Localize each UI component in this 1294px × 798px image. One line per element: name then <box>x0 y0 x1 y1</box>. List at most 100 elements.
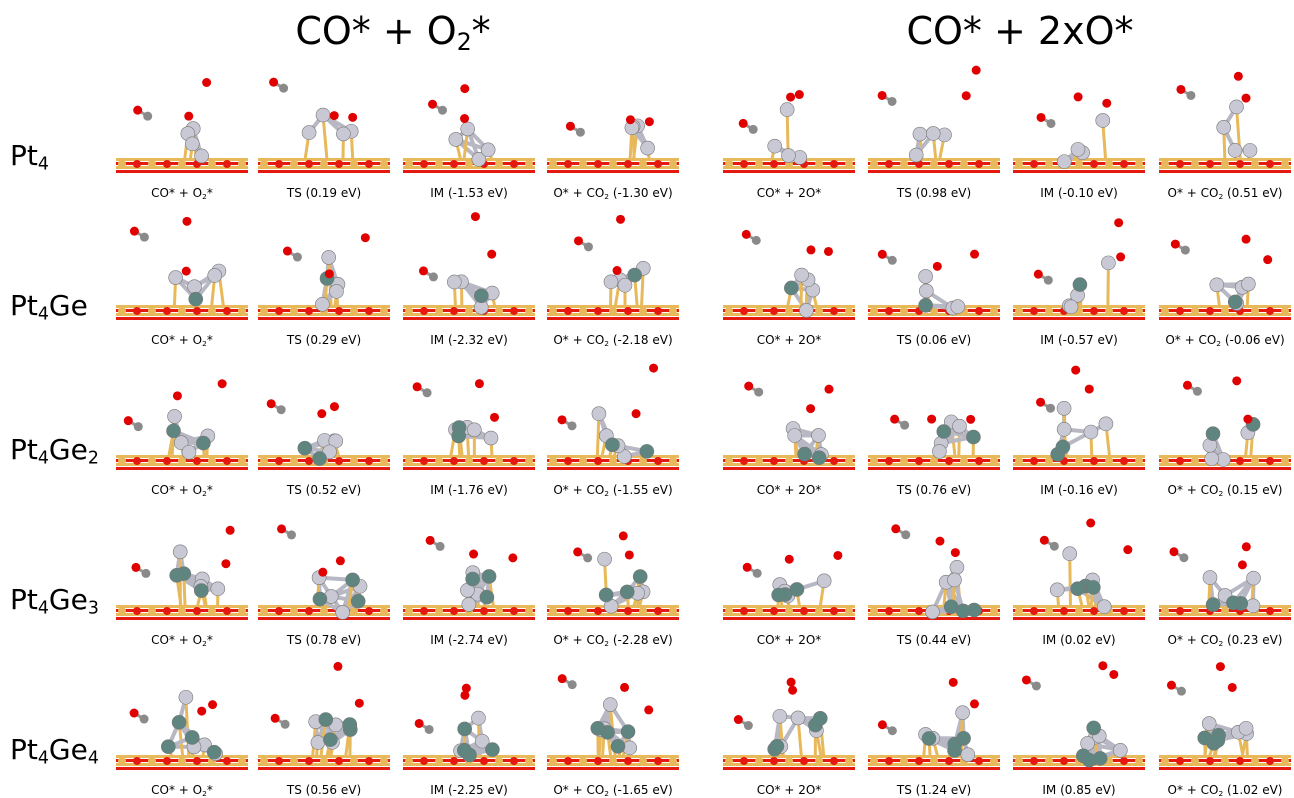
support-atom <box>609 160 617 168</box>
oxygen-atom <box>794 90 804 100</box>
support-atom <box>380 307 388 315</box>
atomic-structure-image <box>723 381 855 470</box>
pt-atom <box>207 268 223 283</box>
support-atom <box>870 607 878 615</box>
pt-atom <box>1096 599 1112 615</box>
support-atom <box>465 160 473 168</box>
support-atom <box>335 160 343 168</box>
support-atom <box>208 457 216 465</box>
support-atom <box>178 160 186 168</box>
structure-panel-right-im: IM (-0.10 eV) <box>1013 58 1145 200</box>
support-atom <box>915 757 923 765</box>
support-atom <box>365 757 373 765</box>
support-atom <box>669 160 677 168</box>
support-atom <box>870 757 878 765</box>
oxygen-atom <box>733 715 743 725</box>
ge-atom <box>1197 730 1213 746</box>
support-atom <box>609 757 617 765</box>
atomic-structure-image <box>1013 661 1145 770</box>
oxygen-atom <box>788 685 798 695</box>
ge-atom <box>485 742 500 757</box>
pt-atom <box>603 274 619 290</box>
support-atom <box>450 307 458 315</box>
panel-caption: IM (-1.76 eV) <box>430 483 508 497</box>
structure-panel-left-im: IM (-2.74 eV) <box>403 505 535 647</box>
support-atom <box>480 607 488 615</box>
ge-atom <box>811 450 827 466</box>
oxygen-atom <box>1233 71 1243 81</box>
ge-atom <box>206 744 222 760</box>
panel-caption: IM (-2.32 eV) <box>430 333 508 347</box>
structure-panel-right-im: IM (0.85 eV) <box>1013 655 1145 797</box>
pt-atom <box>1229 99 1244 115</box>
oxygen-atom <box>1176 84 1186 94</box>
support-atom <box>350 457 358 465</box>
pt-atom <box>460 121 475 137</box>
ge-atom <box>169 568 184 583</box>
support-atom <box>1075 457 1083 465</box>
oxygen-atom <box>182 216 192 226</box>
support-atom <box>1221 160 1229 168</box>
support-atom <box>118 757 126 765</box>
structure-panel-right-final: O* + CO2 (0.15 eV) <box>1159 355 1291 497</box>
oxygen-atom <box>1033 269 1043 279</box>
carbon-atom <box>141 568 151 578</box>
support-atom <box>1045 307 1053 315</box>
ge-atom <box>184 730 200 745</box>
support-atom <box>1030 307 1038 315</box>
support-atom <box>990 160 998 168</box>
atomic-structure-image <box>1159 662 1291 770</box>
support-atom <box>1176 160 1184 168</box>
support-atom <box>148 757 156 765</box>
pt-atom <box>173 435 189 451</box>
support-atom <box>1135 757 1143 765</box>
panel-caption: TS (0.98 eV) <box>896 186 972 200</box>
support-stripe <box>723 317 855 320</box>
oxygen-atom <box>786 92 796 102</box>
support-atom <box>885 757 893 765</box>
structure-panel-right-final: O* + CO2 (1.02 eV) <box>1159 655 1291 797</box>
support-atom <box>815 307 823 315</box>
oxygen-atom <box>414 718 424 728</box>
atomic-structure-image <box>403 84 535 173</box>
support-atom <box>380 457 388 465</box>
carbon-atom <box>751 235 761 245</box>
support-atom <box>275 757 283 765</box>
support-stripe <box>1159 170 1291 173</box>
support-atom <box>193 307 201 315</box>
support-atom <box>815 607 823 615</box>
ge-atom <box>342 717 358 732</box>
atomic-structure-image <box>258 233 390 320</box>
ge-atom <box>955 603 971 619</box>
support-stripe <box>403 467 535 470</box>
oxygen-atom <box>324 269 334 279</box>
panel-caption: IM (0.85 eV) <box>1042 783 1116 797</box>
ge-atom <box>619 584 635 600</box>
support-atom <box>990 457 998 465</box>
panel-caption: IM (-0.57 eV) <box>1040 333 1118 347</box>
panel-caption: TS (0.52 eV) <box>286 483 362 497</box>
support-atom <box>1221 607 1229 615</box>
atomic-structure-image <box>1159 71 1291 173</box>
support-atom <box>350 757 358 765</box>
support-atom <box>510 160 518 168</box>
support-atom <box>1161 307 1169 315</box>
support-atom <box>350 607 358 615</box>
oxygen-atom <box>624 550 634 560</box>
ge-atom <box>323 732 338 747</box>
carbon-atom <box>280 719 290 729</box>
carbon-atom <box>583 553 593 563</box>
support-atom <box>594 457 602 465</box>
carbon-atom <box>887 726 897 736</box>
ge-atom <box>1072 277 1088 292</box>
carbon-atom <box>1180 245 1190 255</box>
panel-caption: O* + CO2 (-2.28 eV) <box>553 633 673 648</box>
oxygen-atom <box>573 236 583 246</box>
support-stripe <box>1013 455 1145 458</box>
ge-atom <box>312 451 327 466</box>
support-atom <box>669 307 677 315</box>
support-atom <box>118 457 126 465</box>
support-atom <box>1206 757 1214 765</box>
support-stripe <box>547 617 679 620</box>
ge-atom <box>966 429 981 445</box>
